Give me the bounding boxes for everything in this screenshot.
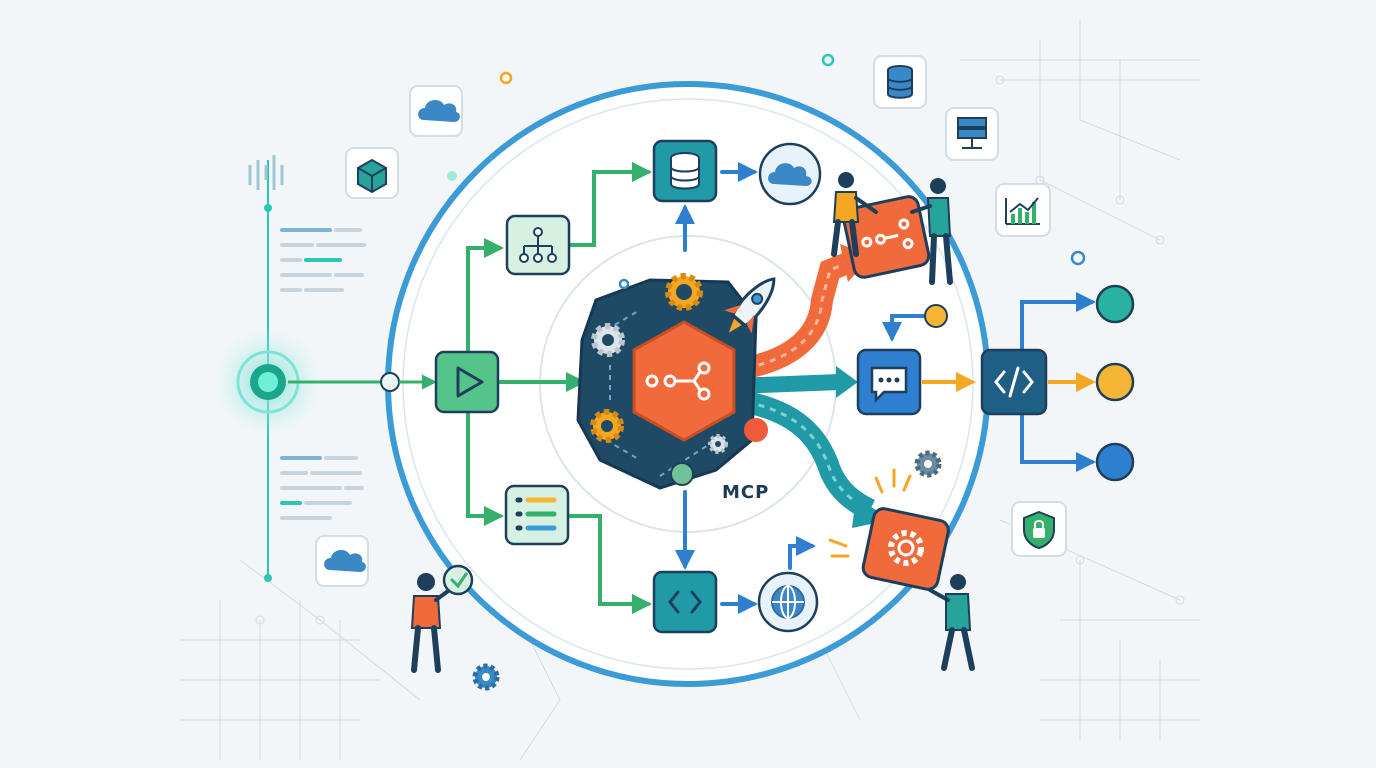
input-node-yellow: [924, 304, 948, 328]
server-icon: [957, 117, 987, 149]
cloud-icon: [324, 549, 366, 572]
person-figure: [831, 172, 878, 257]
node-graph-icon: [861, 218, 914, 250]
gear-icon: [591, 323, 625, 357]
node-graph-tile: [842, 195, 931, 279]
output-node-teal: [1095, 284, 1135, 324]
cube-icon: [357, 158, 387, 194]
gear-icon: [590, 409, 624, 443]
green-flows: [466, 162, 652, 614]
gear-icon: [914, 450, 942, 478]
globe-icon: [771, 585, 805, 619]
gear-icon: [708, 434, 728, 454]
person-figure: [928, 574, 975, 671]
mcp-hub: [576, 278, 768, 490]
person-figure: [410, 573, 454, 673]
globe-node: [757, 571, 819, 633]
output-node-blue: [1095, 442, 1135, 482]
cloud-icon: [418, 99, 460, 122]
output-node-yellow: [1095, 362, 1135, 402]
magnifier-icon: [442, 564, 474, 596]
code-icon: [994, 366, 1034, 398]
hub-node-green: [670, 462, 694, 486]
database-icon: [887, 65, 913, 99]
chat-icon: [870, 366, 908, 404]
chat-node: [856, 348, 922, 416]
person-figure: [910, 178, 953, 285]
cloud-icon: [768, 163, 812, 186]
hub-node-red: [744, 418, 768, 442]
gear-icon: [888, 530, 924, 566]
text-lines-bottom: [280, 456, 364, 520]
blue-flows: [675, 162, 1096, 614]
decorative-dot: [447, 171, 457, 181]
mcp-label: MCP: [722, 482, 769, 503]
cloud-tile: [315, 535, 369, 587]
shield-lock-icon: [1023, 510, 1055, 550]
database-icon: [670, 152, 700, 190]
code-node: [652, 570, 718, 634]
play-icon: [456, 366, 484, 398]
database-node: [652, 139, 718, 203]
node-graph-icon: [645, 361, 711, 401]
decorative-dots: [499, 53, 1086, 290]
play-node: [434, 350, 500, 414]
code-icon: [668, 590, 702, 614]
chart-icon: [1005, 197, 1040, 225]
text-lines-top: [280, 228, 366, 292]
database-tile: [873, 55, 927, 109]
cloud-node: [758, 142, 822, 206]
spark-lines: [828, 468, 912, 558]
chart-tile: [995, 183, 1051, 237]
gear-tile: [861, 507, 950, 591]
cube-tile: [345, 147, 399, 199]
shield-tile: [1011, 501, 1067, 557]
cloud-tile: [409, 85, 463, 137]
list-icon: [515, 497, 557, 531]
junction-node: [380, 372, 400, 392]
gear-icon: [665, 273, 703, 311]
hierarchy-icon: [519, 227, 557, 263]
list-node: [504, 484, 570, 546]
code-hub-node: [980, 348, 1048, 416]
gear-icon: [472, 663, 500, 691]
hierarchy-node: [505, 214, 571, 276]
rocket-icon: [724, 277, 776, 334]
server-tile: [945, 107, 999, 161]
